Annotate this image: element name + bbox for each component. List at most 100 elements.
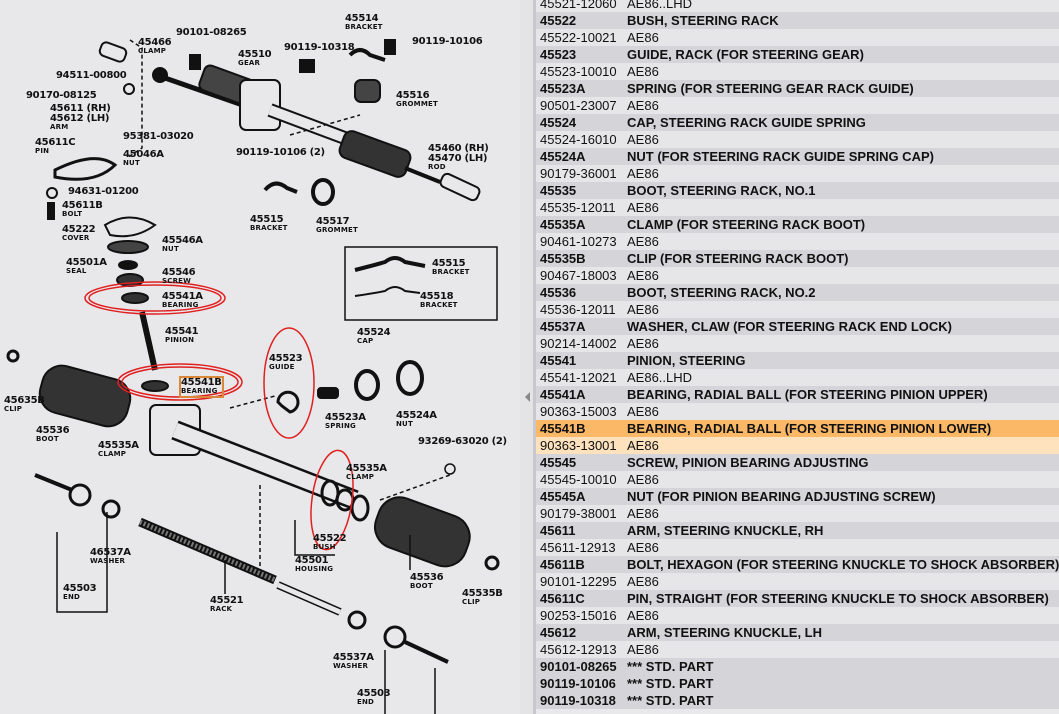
part-number: 45541	[540, 353, 577, 368]
right-boot	[374, 496, 471, 568]
part-number: 90467-18003	[540, 268, 617, 283]
part-description: AE86..LHD	[627, 0, 693, 11]
callout-90119-10318[interactable]: 90119-10318	[284, 43, 355, 53]
callout-93269-63020-2[interactable]: 93269-63020 (2)	[418, 437, 507, 447]
callout-45470-lh[interactable]: 45470 (LH)ROD	[428, 154, 487, 172]
callout-90119-10106-2[interactable]: 90119-10106 (2)	[236, 148, 325, 158]
callout-94631-01200[interactable]: 94631-01200	[68, 187, 139, 197]
part-number: 45611	[540, 523, 576, 538]
callout-45611-rh[interactable]: 45611 (RH)	[50, 104, 111, 114]
panel-splitter[interactable]	[520, 0, 536, 714]
table-row[interactable]: 90119-10106*** STD. PART	[536, 675, 1059, 692]
callout-45612-lh[interactable]: 45612 (LH)ARM	[50, 114, 109, 132]
part-description: BOLT, HEXAGON (FOR STEERING KNUCKLE TO S…	[627, 557, 1059, 572]
table-row[interactable]: 90119-10318*** STD. PART	[536, 692, 1059, 709]
collapse-left-arrow-icon[interactable]	[525, 392, 530, 402]
callout-94511-00800[interactable]: 94511-00800	[56, 71, 127, 81]
callout-90170-08125[interactable]: 90170-08125	[26, 91, 97, 101]
callout-45460-rh[interactable]: 45460 (RH)	[428, 144, 489, 154]
table-row[interactable]: 90101-08265*** STD. PART	[536, 658, 1059, 675]
callout-95381-03020[interactable]: 95381-03020	[123, 132, 194, 142]
callout-90101-08265[interactable]: 90101-08265	[176, 28, 247, 38]
callout-90119-10106[interactable]: 90119-10106	[412, 37, 483, 47]
callout-number: 45501	[295, 555, 329, 566]
